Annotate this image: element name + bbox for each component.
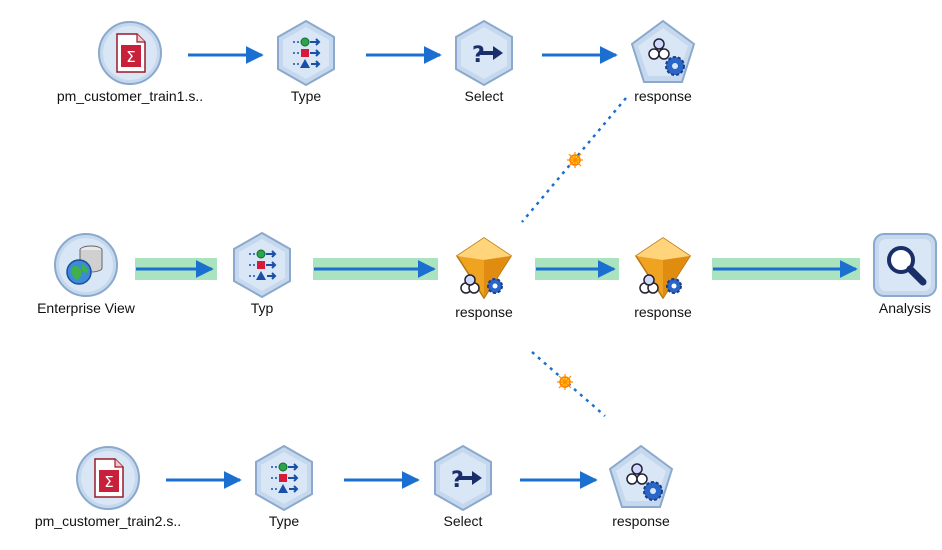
model-link-refresh-icon [557,374,573,390]
node-enterprise-view[interactable]: Enterprise View [11,230,161,316]
node-model-nugget-2[interactable]: response [588,234,738,320]
node-type-1[interactable]: Type [231,18,381,104]
statistics-file-icon: Σ [76,446,140,510]
node-select-2[interactable]: ? Select [388,443,538,529]
node-select-1[interactable]: ? Select [409,18,559,104]
model-link-refresh-icon [567,152,583,168]
svg-text:Σ: Σ [126,48,135,66]
node-label: response [455,304,513,320]
select-icon: ? [455,19,513,87]
node-statistics-file-source-1[interactable]: Σ pm_customer_train1.s.. [55,18,205,104]
node-statistics-file-source-2[interactable]: Σ pm_customer_train2.s.. [33,443,183,529]
model-build-icon [630,19,696,83]
node-model-build-1[interactable]: response [588,18,738,104]
type-icon [233,231,291,299]
node-model-build-2[interactable]: response [566,443,716,529]
node-label: response [634,304,692,320]
node-type-2[interactable]: Typ [187,230,337,316]
node-label: response [612,513,670,529]
svg-text:?: ? [451,468,464,493]
statistics-file-icon: Σ [98,21,162,85]
node-label: Type [290,88,322,104]
model-nugget-icon [634,237,692,300]
node-label: Enterprise View [37,300,135,316]
node-label: Select [443,513,483,529]
node-type-3[interactable]: Type [209,443,359,529]
node-label: Analysis [878,300,932,316]
node-analysis[interactable]: Analysis [830,230,942,316]
magnifier-icon [873,233,937,297]
svg-text:Σ: Σ [104,473,113,491]
node-model-nugget-1[interactable]: response [409,234,559,320]
node-label: Type [268,513,300,529]
model-nugget-icon [455,237,513,300]
node-label: Typ [250,300,274,316]
select-icon: ? [434,444,492,512]
node-label: Select [464,88,504,104]
enterprise-view-icon [54,233,118,297]
model-build-icon [608,444,674,508]
node-label: pm_customer_train2.s.. [34,513,182,529]
svg-text:?: ? [472,43,485,68]
node-label: pm_customer_train1.s.. [56,88,204,104]
type-icon [277,19,335,87]
node-label: response [634,88,692,104]
type-icon [255,444,313,512]
